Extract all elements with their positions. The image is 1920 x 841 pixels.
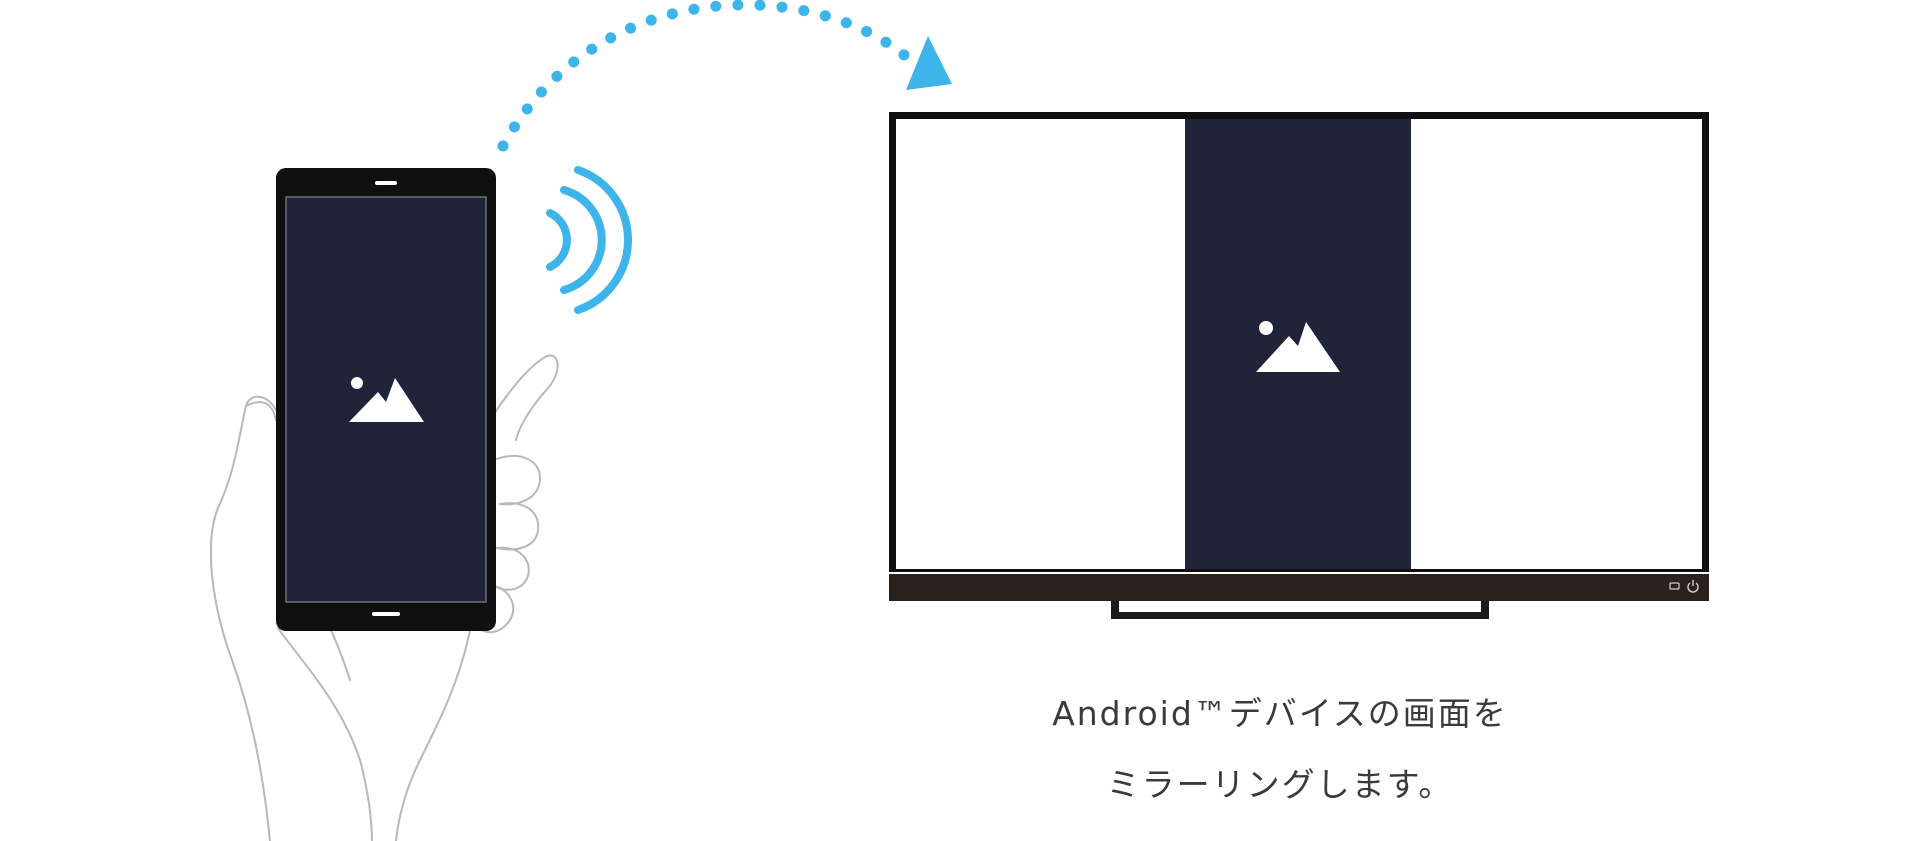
arrowhead-icon [906, 36, 952, 90]
caption-line-1: Android™デバイスの画面を [1052, 694, 1508, 733]
tv-mirrored-content [1185, 119, 1411, 569]
phone-speaker [375, 181, 397, 185]
caption-line-2: ミラーリングします。 [1106, 765, 1454, 804]
smartphone [276, 168, 496, 631]
phone-home-bar [372, 612, 400, 616]
hand-outline [209, 354, 559, 841]
phone-screen [285, 196, 487, 603]
television [889, 112, 1709, 619]
wireless-signal-icon [546, 166, 632, 314]
dotted-transfer-arc [497, 0, 916, 152]
tv-stand [1111, 601, 1489, 619]
tv-base-bar [889, 574, 1709, 601]
image-placeholder-icon [349, 377, 424, 422]
tv-indicator-light [1669, 582, 1680, 590]
image-placeholder-icon [1256, 321, 1340, 372]
caption: Android™デバイスの画面を ミラーリングします。 [960, 678, 1600, 820]
power-icon [1687, 580, 1699, 593]
